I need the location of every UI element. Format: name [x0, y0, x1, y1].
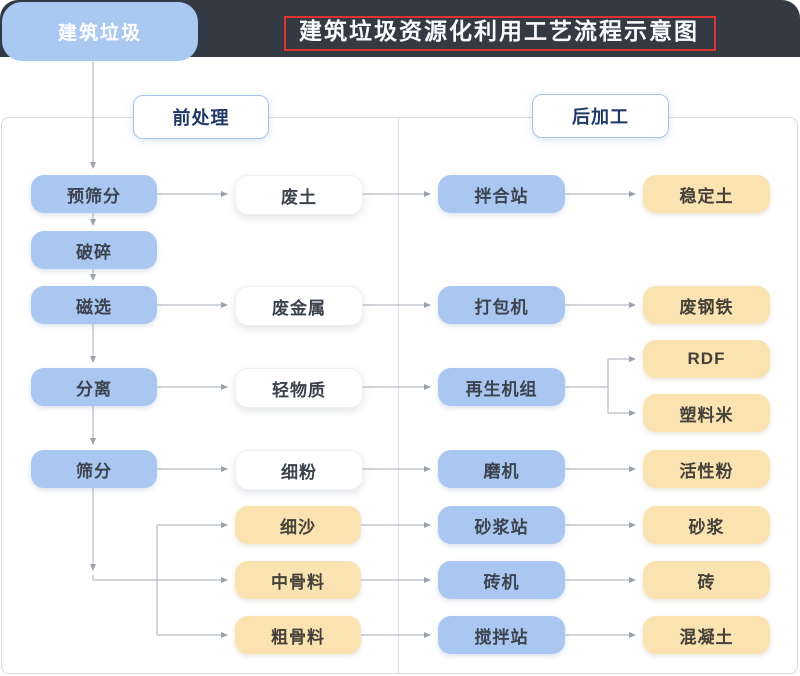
node-mixing-station: 拌合站 — [438, 175, 565, 213]
node-waste-soil: 废土 — [235, 175, 363, 215]
panel-divider — [398, 117, 399, 673]
node-magnetic-separation: 磁选 — [31, 286, 157, 324]
node-scrap-steel: 废钢铁 — [643, 286, 770, 324]
section-pre-processing: 前处理 — [133, 95, 269, 139]
page-title: 建筑垃圾资源化利用工艺流程示意图 — [299, 17, 699, 44]
node-brick-machine: 砖机 — [438, 561, 565, 599]
node-rdf: RDF — [643, 340, 770, 378]
node-concrete-mixing-station: 搅拌站 — [438, 616, 565, 654]
node-pre-screening: 预筛分 — [31, 175, 157, 213]
node-screening: 筛分 — [31, 450, 157, 488]
node-regeneration-unit: 再生机组 — [438, 368, 565, 406]
node-fine-powder: 细粉 — [235, 450, 363, 490]
section-post-processing: 后加工 — [532, 94, 669, 138]
node-concrete: 混凝土 — [643, 616, 770, 654]
node-medium-aggregate: 中骨料 — [235, 561, 361, 599]
node-baler: 打包机 — [438, 286, 565, 324]
node-mortar: 砂浆 — [643, 506, 770, 544]
node-scrap-metal: 废金属 — [235, 286, 363, 326]
node-light-material: 轻物质 — [235, 368, 363, 408]
node-plastic-pellets: 塑料米 — [643, 394, 770, 432]
node-crushing: 破碎 — [31, 231, 157, 269]
node-mill: 磨机 — [438, 450, 565, 488]
source-tab-label: 建筑垃圾 — [57, 23, 142, 44]
page-title-wrap: 建筑垃圾资源化利用工艺流程示意图 — [198, 0, 800, 57]
node-mortar-station: 砂浆站 — [438, 506, 565, 544]
node-stabilized-soil: 稳定土 — [643, 175, 770, 213]
node-fine-sand: 细沙 — [235, 506, 361, 544]
node-active-powder: 活性粉 — [643, 450, 770, 488]
node-brick: 砖 — [643, 561, 770, 599]
node-coarse-aggregate: 粗骨料 — [235, 616, 361, 654]
source-tab: 建筑垃圾 — [2, 2, 198, 61]
node-separation: 分离 — [31, 368, 157, 406]
